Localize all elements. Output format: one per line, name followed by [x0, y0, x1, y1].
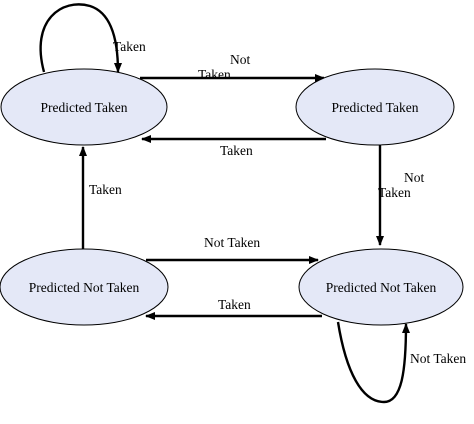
edge-label-s2-to-s4-line2: Taken: [378, 185, 411, 200]
state-predicted-not-taken-left: [0, 248, 169, 326]
state-predicted-taken-right: [295, 68, 455, 146]
edge-label-s3-to-s4: Not Taken: [204, 235, 260, 250]
state-label-s1: Predicted Taken: [41, 100, 128, 115]
edge-label-s4-to-s3: Taken: [218, 297, 251, 312]
state-label-s2: Predicted Taken: [332, 100, 419, 115]
edge-s1-self-loop: [39, 3, 122, 73]
edge-s4-self-loop: [336, 321, 410, 404]
edge-label-s3-to-s1: Taken: [89, 182, 122, 197]
state-label-s4: Predicted Not Taken: [326, 280, 437, 295]
state-predicted-taken-left: [0, 68, 168, 146]
edge-label-s2-to-s4-line1: Not: [404, 170, 424, 185]
edge-label-s1-to-s2-line1: Not: [230, 52, 250, 67]
state-label-s3: Predicted Not Taken: [29, 280, 140, 295]
edge-label-s1-to-s2-line2: Taken: [198, 67, 231, 82]
edge-label-s2-to-s1: Taken: [220, 143, 253, 158]
state-predicted-not-taken-right: [298, 248, 464, 326]
edge-label-s4-self: Not Taken: [410, 351, 466, 366]
edge-label-s1-self: Taken: [113, 39, 146, 54]
